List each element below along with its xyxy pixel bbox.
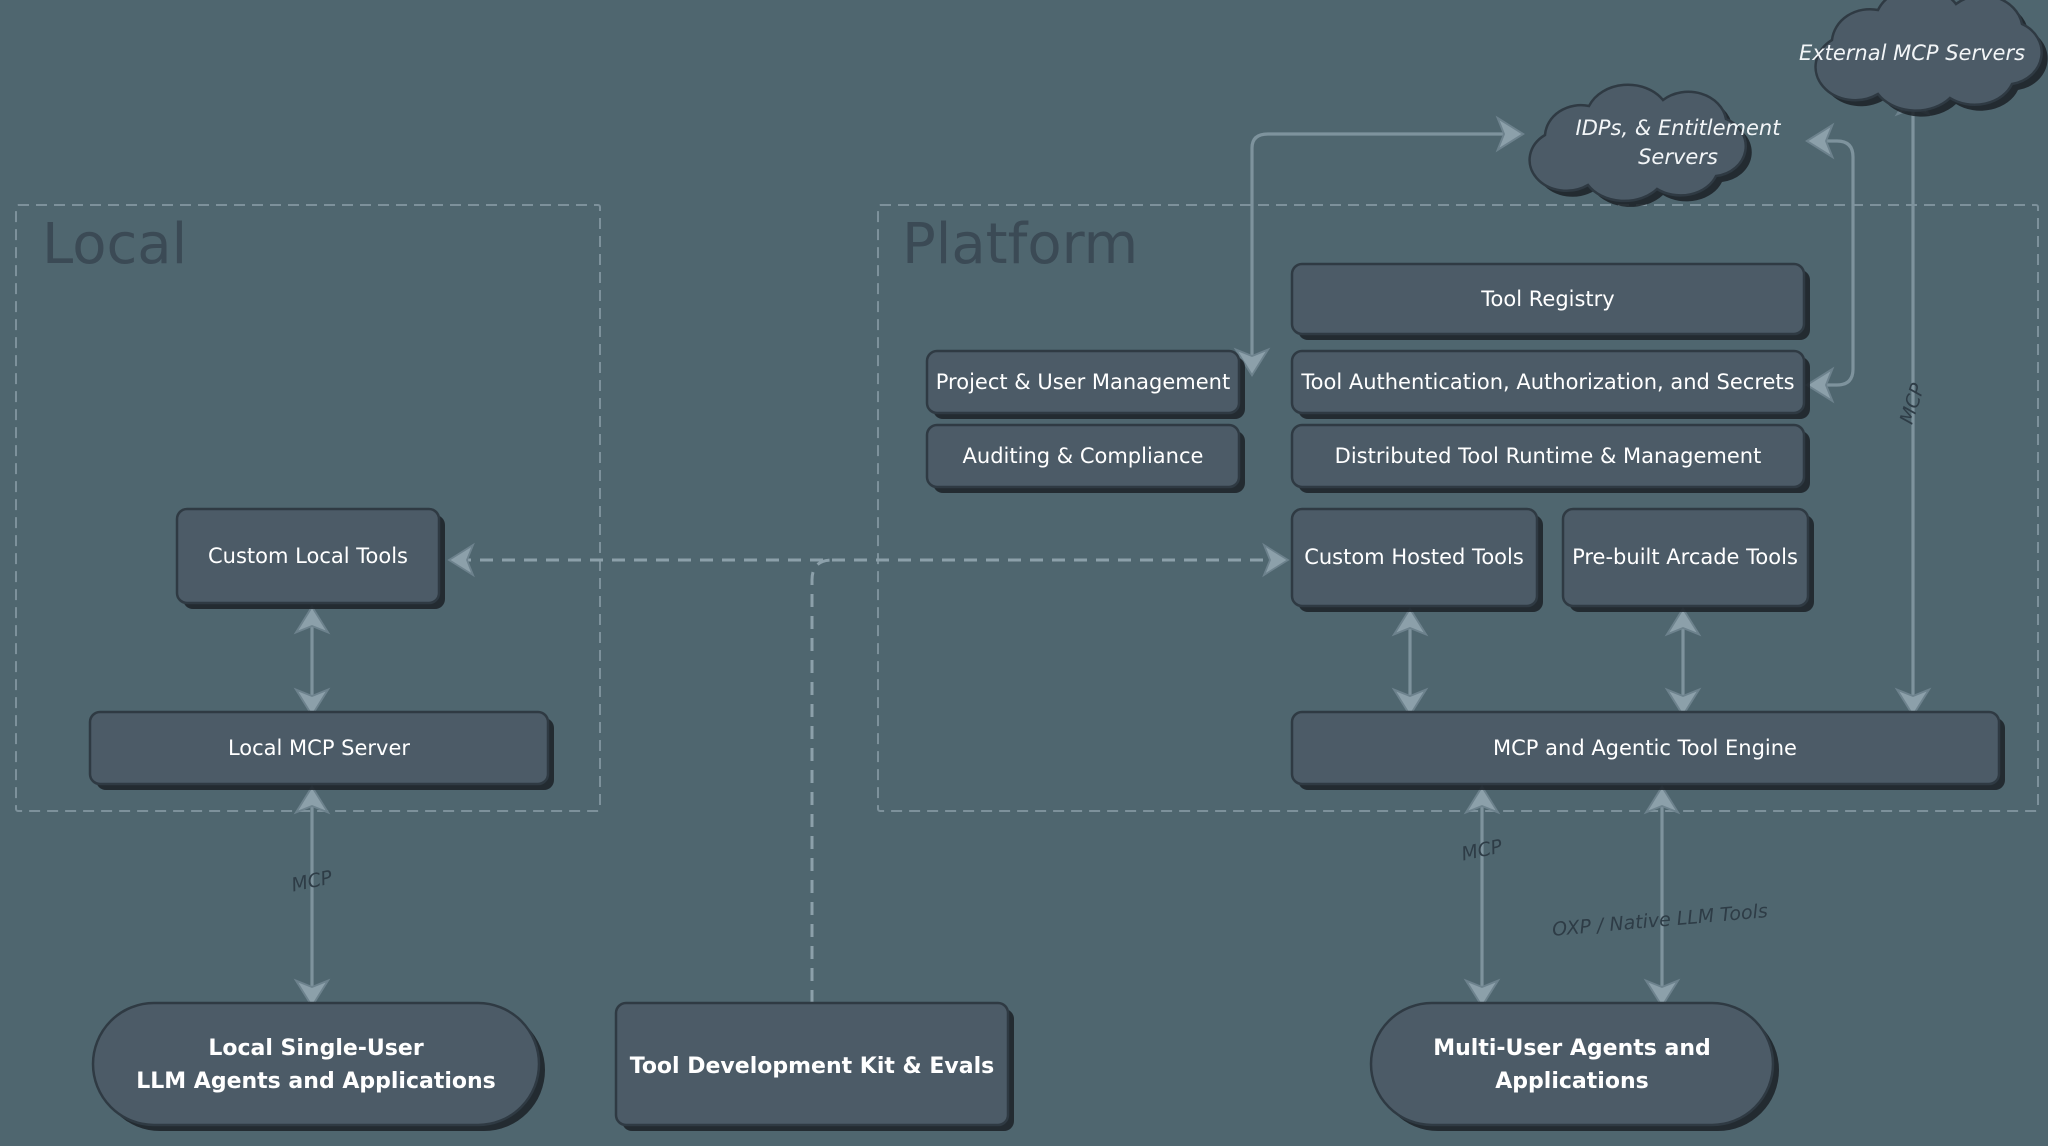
node-multi-user-agents-label-line2: Applications (1495, 1069, 1648, 1094)
edge-tdk-to-bus (810, 558, 833, 1003)
edge-label-oxp-native: OXP / Native LLM Tools (1551, 900, 1768, 941)
cluster-local-title: Local (42, 212, 187, 277)
cloud-idps-label-line1: IDPs, & Entitlement (1576, 116, 1782, 140)
node-multi-user-agents-label-line1: Multi-User Agents and (1433, 1036, 1711, 1061)
node-prebuilt-arcade-tools-label: Pre-built Arcade Tools (1572, 545, 1798, 569)
edge-label-mcp-platform: MCP (1459, 835, 1504, 865)
node-auditing-compliance[interactable]: Auditing & Compliance (925, 423, 1245, 493)
node-local-agents[interactable]: Local Single-User LLM Agents and Applica… (91, 1001, 545, 1131)
node-tool-registry-label: Tool Registry (1480, 287, 1614, 311)
edge-project-user-to-idps (1233, 115, 1526, 378)
node-tool-registry[interactable]: Tool Registry (1290, 262, 1810, 340)
node-auditing-compliance-label: Auditing & Compliance (963, 444, 1204, 468)
cloud-external-mcp-servers[interactable]: External MCP Servers (1799, 0, 2048, 117)
node-mcp-agentic-tool-engine-label: MCP and Agentic Tool Engine (1493, 736, 1797, 760)
node-local-mcp-server-label: Local MCP Server (228, 736, 410, 760)
edge-label-mcp-local: MCP (289, 866, 334, 896)
node-project-user-management-label: Project & User Management (936, 370, 1230, 394)
cloud-idps-entitlement-servers[interactable]: IDPs, & Entitlement Servers (1528, 83, 1782, 207)
cloud-external-mcp-servers-label: External MCP Servers (1799, 41, 2025, 65)
cluster-platform-title: Platform (902, 212, 1138, 277)
edge-label-mcp-external: MCP (1896, 380, 1930, 426)
node-tool-authentication-label: Tool Authentication, Authorization, and … (1300, 370, 1794, 394)
node-distributed-tool-runtime[interactable]: Distributed Tool Runtime & Management (1290, 423, 1810, 493)
node-custom-local-tools[interactable]: Custom Local Tools (175, 507, 445, 609)
node-tool-development-kit[interactable]: Tool Development Kit & Evals (614, 1001, 1014, 1131)
node-local-mcp-server[interactable]: Local MCP Server (88, 710, 554, 790)
edge-layer (293, 86, 1932, 1009)
node-distributed-tool-runtime-label: Distributed Tool Runtime & Management (1335, 444, 1762, 468)
node-custom-hosted-tools[interactable]: Custom Hosted Tools (1290, 507, 1543, 612)
node-tool-development-kit-label: Tool Development Kit & Evals (630, 1054, 995, 1079)
node-mcp-agentic-tool-engine[interactable]: MCP and Agentic Tool Engine (1290, 710, 2005, 790)
node-local-agents-label-line1: Local Single-User (208, 1036, 423, 1061)
node-prebuilt-arcade-tools[interactable]: Pre-built Arcade Tools (1561, 507, 1814, 612)
node-local-agents-label-line2: LLM Agents and Applications (136, 1069, 496, 1094)
node-multi-user-agents[interactable]: Multi-User Agents and Applications (1369, 1001, 1779, 1131)
node-tool-authentication[interactable]: Tool Authentication, Authorization, and … (1290, 349, 1810, 419)
node-project-user-management[interactable]: Project & User Management (925, 349, 1245, 419)
node-custom-hosted-tools-label: Custom Hosted Tools (1304, 545, 1524, 569)
cloud-idps-label-line2: Servers (1638, 145, 1718, 169)
node-custom-local-tools-label: Custom Local Tools (208, 544, 408, 568)
edge-tool-auth-to-idps (1804, 122, 1855, 404)
